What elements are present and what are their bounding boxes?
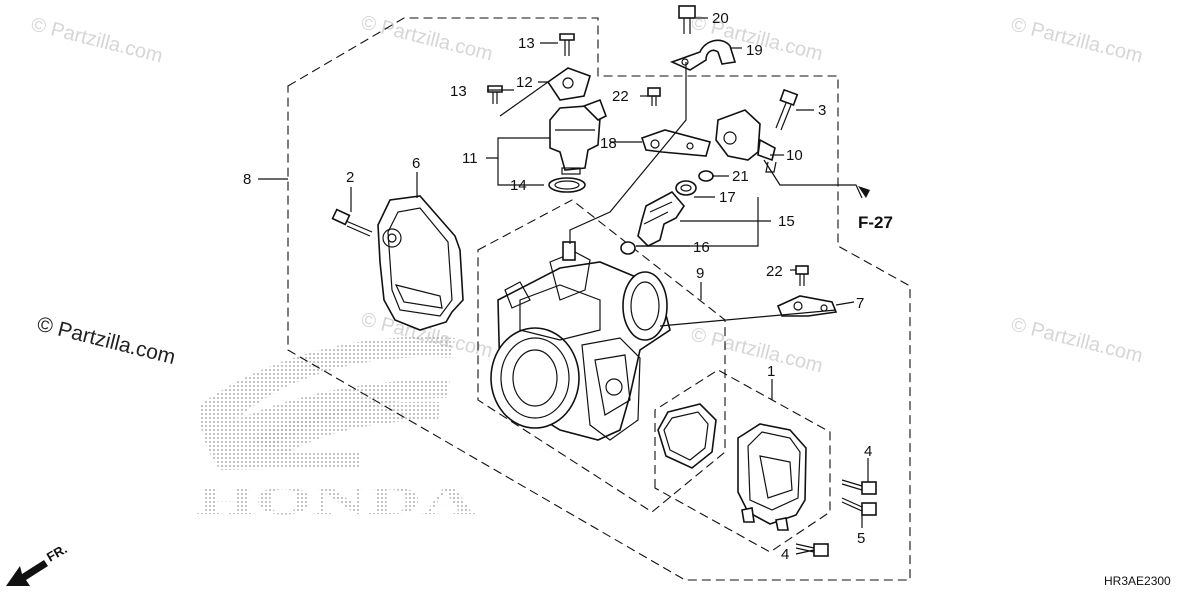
watermark-text: © Partzilla.com [1009, 14, 1145, 68]
bolt-20 [678, 5, 696, 34]
clamp-19 [669, 39, 737, 71]
section-reference: F-27 [858, 213, 893, 232]
callout-4-upper: 4 [864, 443, 872, 460]
callout-7: 7 [856, 295, 864, 312]
callout-labels: 8 2 6 13 12 13 11 14 20 19 22 3 18 10 21… [243, 10, 893, 563]
callout-2: 2 [346, 169, 354, 186]
callout-14: 14 [510, 177, 527, 194]
screw-2 [331, 208, 373, 237]
brand-wordmark: HONDA [196, 478, 476, 523]
watermark-text-dark: © Partzilla.com [35, 313, 178, 370]
ring-17-inner [680, 184, 692, 192]
valve-10 [715, 109, 777, 173]
ring-16 [620, 241, 636, 255]
callout-12: 12 [516, 74, 533, 91]
screw-13-left [487, 85, 503, 104]
callout-13-top: 13 [518, 35, 535, 52]
watermark-text: © Partzilla.com [29, 14, 165, 68]
watermark-text: © Partzilla.com [689, 324, 825, 378]
callout-6: 6 [412, 155, 420, 172]
sensor-group-outline [654, 369, 831, 553]
screw-22-right [795, 265, 809, 286]
throttle-cover [377, 195, 464, 331]
callout-9: 9 [696, 265, 704, 282]
callout-11: 11 [462, 150, 478, 167]
plate-18 [640, 129, 711, 157]
o-ring-14-inner [554, 180, 580, 190]
wing-emblem-lower [250, 401, 440, 455]
sensor-11 [549, 98, 608, 175]
callout-1: 1 [767, 363, 775, 380]
ref-arrow-head [858, 186, 870, 198]
leader-lines [258, 17, 869, 555]
front-arrow-icon [6, 560, 48, 586]
callout-15: 15 [778, 213, 795, 230]
front-label: FR. [44, 541, 70, 564]
callout-13-left: 13 [450, 83, 467, 100]
callout-20: 20 [712, 10, 729, 27]
callout-8: 8 [243, 171, 251, 188]
watermark-text: © Partzilla.com [359, 12, 495, 66]
diagram-code: HR3AE2300 [1104, 574, 1171, 588]
screw-13-top [559, 33, 575, 56]
callout-3: 3 [818, 102, 826, 119]
injector-15 [637, 190, 686, 247]
throttle-body-outline [477, 199, 726, 513]
gasket [657, 403, 717, 469]
bracket-12 [546, 67, 591, 101]
callout-10: 10 [786, 147, 803, 164]
bolt-3 [775, 88, 799, 131]
callout-4-lower: 4 [781, 546, 789, 563]
o-ring-14 [548, 177, 586, 193]
sensor-module-1 [737, 423, 807, 531]
callout-22-right: 22 [766, 263, 783, 280]
callout-18: 18 [600, 135, 617, 152]
callout-5: 5 [857, 530, 865, 547]
ring-21 [698, 170, 714, 182]
callout-22-top: 22 [612, 88, 629, 105]
screw-5 [841, 497, 877, 516]
brand-logo: HONDA [196, 336, 476, 523]
callout-16: 16 [693, 239, 710, 256]
watermark-text: © Partzilla.com [1009, 314, 1145, 368]
callout-19: 19 [746, 42, 763, 59]
ring-17 [675, 180, 697, 196]
screw-22-top [647, 87, 661, 106]
front-direction-indicator: FR. [6, 541, 70, 586]
screw-4-upper [841, 479, 877, 495]
callout-17: 17 [719, 189, 736, 206]
callout-21: 21 [732, 168, 749, 185]
throttle-body [490, 241, 671, 441]
